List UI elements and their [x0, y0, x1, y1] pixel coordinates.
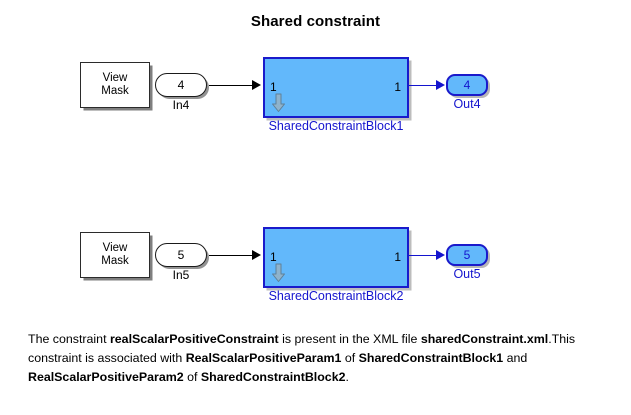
signal-line-output: [409, 84, 438, 86]
view-mask-block[interactable]: View Mask: [80, 62, 150, 108]
block-outport-number: 1: [394, 250, 401, 264]
description-seg-9: and: [503, 351, 528, 365]
diagram-row-1: View Mask 4 In4 1 1 SharedConstraintBloc…: [0, 55, 631, 165]
description-seg-7: of: [341, 351, 359, 365]
down-arrow-icon: [271, 263, 286, 283]
description-term-param1: RealScalarPositiveParam1: [185, 351, 342, 365]
description-seg-11: of: [183, 370, 201, 384]
inport-label: In5: [172, 268, 190, 282]
view-mask-label: View Mask: [101, 242, 129, 267]
outport-label: Out4: [453, 97, 481, 111]
inport-label: In4: [172, 98, 190, 112]
shared-constraint-block-2-label: SharedConstraintBlock2: [268, 289, 404, 303]
signal-line-input: [209, 254, 253, 256]
block-inport-number: 1: [270, 80, 277, 94]
shared-constraint-block-1-label: SharedConstraintBlock1: [268, 119, 404, 133]
description-seg-13: .: [345, 370, 349, 384]
outport-shape[interactable]: 4: [446, 74, 488, 96]
diagram-row-2: View Mask 5 In5 1 1 SharedConstraintBloc…: [0, 225, 631, 335]
inport-shape[interactable]: 5: [155, 243, 207, 267]
description-term-param2: RealScalarPositiveParam2: [28, 370, 184, 384]
signal-line-output: [409, 254, 438, 256]
shared-constraint-block-1[interactable]: 1 1: [263, 57, 409, 118]
description-seg-1: The constraint: [28, 332, 110, 346]
description-term-constraint: realScalarPositiveConstraint: [109, 332, 279, 346]
description-term-file: sharedConstraint.xml: [420, 332, 549, 346]
shared-constraint-block-2[interactable]: 1 1: [263, 227, 409, 288]
view-mask-block[interactable]: View Mask: [80, 232, 150, 278]
description-seg-3: is present in the XML file: [278, 332, 421, 346]
arrowhead-icon: [252, 249, 261, 260]
signal-line-input: [209, 84, 253, 86]
inport-block-in4[interactable]: 4 In4: [155, 73, 207, 112]
arrowhead-icon: [436, 249, 445, 260]
inport-block-in5[interactable]: 5 In5: [155, 243, 207, 282]
page-title: Shared constraint: [250, 13, 381, 30]
down-arrow-icon: [271, 93, 286, 113]
arrowhead-icon: [252, 79, 261, 90]
inport-number: 4: [177, 78, 185, 92]
description-term-block2: SharedConstraintBlock2: [200, 370, 346, 384]
arrowhead-icon: [436, 79, 445, 90]
description-text: The constraint realScalarPositiveConstra…: [28, 330, 618, 387]
outport-shape[interactable]: 5: [446, 244, 488, 266]
outport-block-out5[interactable]: 5 Out5: [446, 244, 488, 281]
outport-block-out4[interactable]: 4 Out4: [446, 74, 488, 111]
block-inport-number: 1: [270, 250, 277, 264]
block-outport-number: 1: [394, 80, 401, 94]
description-term-block1: SharedConstraintBlock1: [358, 351, 504, 365]
outport-number: 4: [463, 78, 471, 92]
description-seg-5: .This constraint is associated with: [28, 332, 576, 365]
inport-number: 5: [177, 248, 185, 262]
view-mask-label: View Mask: [101, 72, 129, 97]
inport-shape[interactable]: 4: [155, 73, 207, 97]
outport-label: Out5: [453, 267, 481, 281]
outport-number: 5: [463, 248, 471, 262]
